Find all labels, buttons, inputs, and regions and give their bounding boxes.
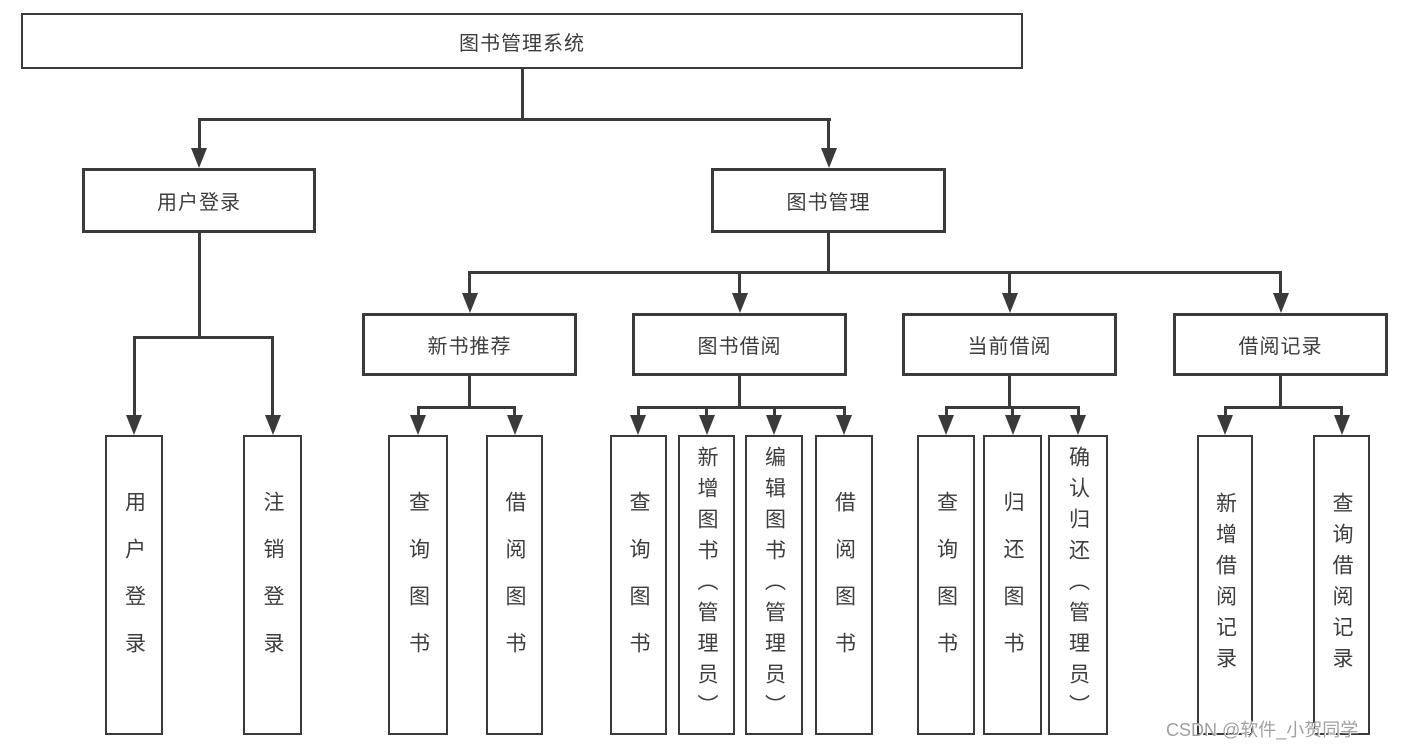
leaf-label: 查询借阅记录: [1330, 492, 1353, 678]
leaf-query-books: 查询图书: [610, 435, 667, 735]
connector-spine: [738, 376, 741, 406]
leaf-add-borrow-record: 新增借阅记录: [1197, 435, 1253, 735]
node-label: 用户登录: [157, 192, 241, 214]
connector-drop: [1011, 409, 1014, 417]
arrowhead-down-icon: [1333, 415, 1350, 435]
connector-drop: [468, 274, 471, 293]
arrowhead-down-icon: [410, 415, 426, 435]
node-user-login: 用户登录: [82, 168, 316, 233]
connector-drop: [636, 409, 640, 417]
arrowhead-down-icon: [698, 415, 715, 435]
connector-drop: [1223, 409, 1227, 417]
arrowhead-down-icon: [461, 293, 478, 313]
connector-spine: [1008, 376, 1011, 406]
connector-drop: [1279, 274, 1282, 293]
leaf-return-books: 归还图书: [983, 435, 1042, 735]
connector-spine: [1279, 376, 1282, 406]
connector-rail: [636, 406, 846, 409]
node-label: 借阅记录: [1238, 336, 1323, 358]
node-label: 新书推荐: [427, 336, 512, 358]
arrowhead-down-icon: [1272, 293, 1289, 313]
connector-drop: [416, 409, 420, 417]
leaf-edit-books-admin: 编辑图书（管理员）: [745, 435, 803, 735]
node-borrow-record: 借阅记录: [1173, 313, 1388, 376]
connector-drop: [1340, 409, 1343, 417]
leaf-label: 新增图书（管理员）: [695, 445, 718, 725]
node-label: 图书管理: [786, 192, 871, 214]
node-current-borrow: 当前借阅: [902, 313, 1117, 376]
connector-drop: [944, 409, 948, 417]
leaf-label: 编辑图书（管理员）: [762, 445, 786, 725]
leaf-label: 注销登录: [261, 491, 284, 679]
connector-drop: [1008, 274, 1011, 293]
arrowhead-down-icon: [1004, 415, 1021, 435]
leaf-label: 新增借阅记录: [1213, 492, 1237, 678]
connector-drop: [772, 409, 776, 417]
connector-drop: [1076, 409, 1080, 417]
leaf-confirm-return-admin: 确认归还（管理员）: [1048, 435, 1108, 735]
leaf-label: 借阅图书: [832, 491, 856, 679]
connector-drop: [842, 409, 846, 417]
leaf-label: 归还图书: [1001, 491, 1024, 679]
csdn-watermark: CSDN @软件_小贺同学: [1166, 720, 1359, 740]
connector-rail: [944, 406, 1080, 409]
connector-root-rail: [197, 118, 831, 121]
connector-user-login-spine: [197, 233, 201, 336]
connector-drop: [513, 409, 516, 417]
leaf-borrow-books: 借阅图书: [815, 435, 873, 735]
connector-drop: [132, 339, 136, 415]
node-label: 当前借阅: [967, 336, 1052, 358]
arrowhead-down-icon: [938, 415, 954, 435]
node-new-book-recommend: 新书推荐: [362, 313, 577, 376]
node-library-management-system: 图书管理系统: [21, 13, 1023, 69]
node-book-management: 图书管理: [711, 168, 946, 233]
leaf-label: 查询图书: [627, 491, 650, 679]
connector-book-management-spine: [827, 233, 830, 271]
connector-drop: [738, 274, 741, 293]
leaf-label: 查询图书: [934, 491, 958, 679]
arrowhead-down-icon: [836, 415, 852, 435]
node-book-borrow: 图书借阅: [632, 313, 847, 376]
leaf-label: 确认归还（管理员）: [1066, 445, 1090, 725]
connector-user-login-rail: [132, 336, 274, 339]
arrowhead-down-icon: [506, 415, 523, 435]
connector-spine: [468, 376, 471, 406]
connector-drop: [271, 339, 274, 415]
arrowhead-down-icon: [630, 415, 646, 435]
arrowhead-down-icon: [766, 415, 782, 435]
arrowhead-down-icon: [1217, 415, 1233, 435]
connector-drop-user-login: [197, 121, 201, 148]
leaf-query-borrow-record: 查询借阅记录: [1313, 435, 1370, 735]
arrowhead-down-icon: [1001, 293, 1018, 313]
leaf-query-books: 查询图书: [917, 435, 975, 735]
connector-root-spine: [520, 69, 524, 121]
leaf-label: 用户登录: [122, 491, 146, 679]
arrowhead-down-icon: [126, 415, 142, 435]
leaf-logout: 注销登录: [243, 435, 302, 735]
node-label: 图书借阅: [697, 336, 782, 358]
node-label: 图书管理系统: [459, 32, 585, 55]
leaf-add-books-admin: 新增图书（管理员）: [678, 435, 735, 735]
arrowhead-down-icon: [191, 148, 207, 168]
connector-rail: [416, 406, 516, 409]
connector-drop: [705, 409, 708, 417]
arrowhead-down-icon: [731, 293, 748, 313]
arrowhead-down-icon: [1070, 415, 1086, 435]
leaf-label: 查询图书: [406, 491, 430, 679]
leaf-borrow-books: 借阅图书: [486, 435, 543, 735]
connector-drop-book-management: [827, 121, 830, 148]
leaf-user-login: 用户登录: [105, 435, 163, 735]
arrowhead-down-icon: [264, 415, 281, 435]
leaf-query-books: 查询图书: [388, 435, 448, 735]
leaf-label: 借阅图书: [503, 491, 526, 679]
arrowhead-down-icon: [820, 148, 837, 168]
connector-rail: [1223, 406, 1343, 409]
connector-book-management-rail: [468, 271, 1282, 274]
